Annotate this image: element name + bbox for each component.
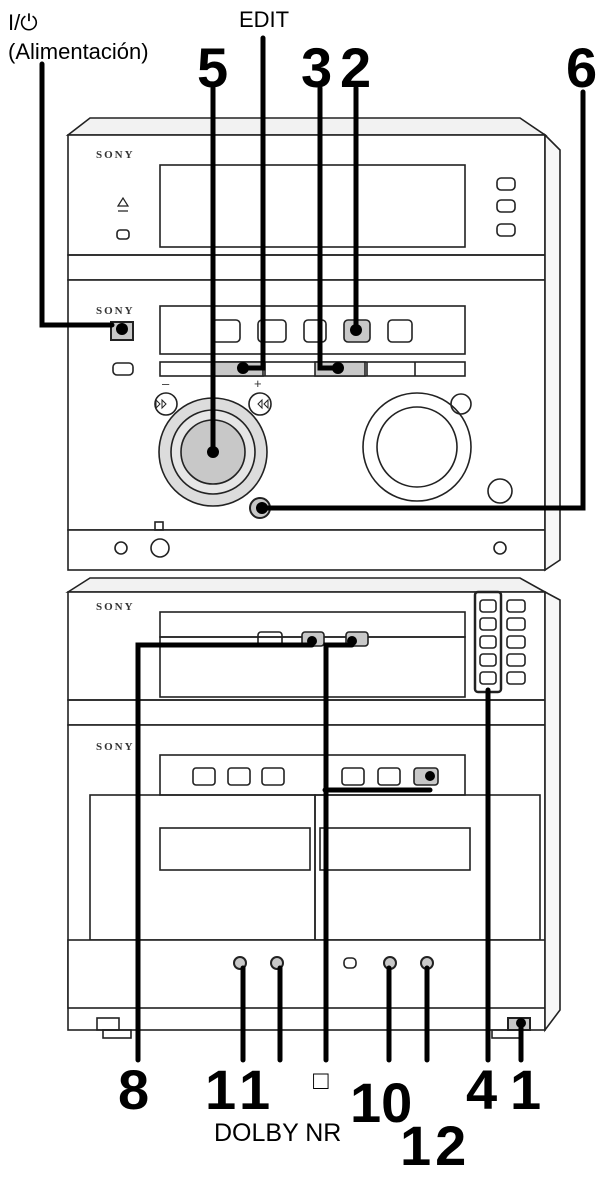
leader-power [39,61,115,328]
callout-11: 11 [205,1058,277,1121]
brand-amp: SONY [96,305,135,317]
callout-3: 3 [301,36,333,99]
volume-knob [376,406,458,488]
minus-label: – [162,376,170,391]
top-unit [65,117,548,281]
brand-cd: SONY [96,601,135,613]
callout-8: 8 [118,1058,150,1121]
stop-symbol-label: □ [313,1065,329,1095]
callout-6: 6 [566,36,598,99]
leader-6 [259,89,586,511]
dolby-nr-label: DOLBY NR [214,1119,342,1147]
brand-tape: SONY [96,741,135,753]
callout-1: 1 [510,1058,542,1121]
plus-label: + [254,376,262,391]
edit-label: EDIT [239,7,290,32]
amplifier-unit [67,279,546,571]
brand-top: SONY [96,149,135,161]
leader-stop [323,642,355,1063]
amp-button-5 [387,319,413,343]
leader-8 [135,642,315,1063]
power-symbol-label: I/⏻ [8,10,38,35]
power-caption-label: (Alimentación) [8,39,149,64]
callout-4: 4 [466,1058,498,1121]
callout-5: 5 [197,36,229,99]
callout-12: 12 [400,1114,471,1177]
leader-lines [39,35,586,1063]
amp-button-3 [303,319,327,343]
callout-2: 2 [340,36,372,99]
amp-button-2 [257,319,287,343]
tape-unit [67,724,546,1039]
callout-10: 10 [350,1071,413,1134]
leader-dots [116,323,526,1028]
